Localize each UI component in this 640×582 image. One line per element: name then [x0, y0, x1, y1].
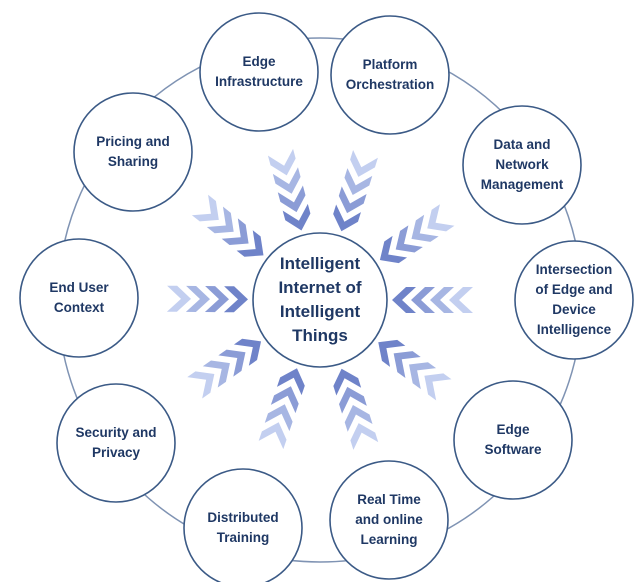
chevron-arrow-icon: [187, 371, 215, 399]
chevron-arrow-icon: [424, 373, 452, 401]
chevron-arrow-icon: [206, 206, 234, 234]
chevron-arrow-icon: [393, 351, 421, 378]
chevron-arrow-icon: [411, 214, 439, 242]
node-circle-end-user-context: [19, 238, 139, 358]
chevron-arrow-icon: [344, 168, 373, 195]
chevron-arrow-icon: [411, 287, 435, 313]
node-circle-edge-infrastructure: [199, 12, 319, 132]
chevron-arrow-icon: [282, 203, 311, 231]
center-label: Intelligent Internet of Intelligent Thin…: [278, 254, 362, 345]
chevron-arrow-icon: [379, 235, 408, 264]
chevron-arrow-icon: [236, 230, 264, 257]
chevron-arrow-icon: [395, 225, 423, 253]
node-circle-distributed-training: [183, 468, 303, 582]
chevron-arrow-icon: [427, 204, 455, 232]
chevron-arrow-group-platform-orchestration: [333, 150, 378, 232]
chevron-arrow-icon: [185, 285, 210, 312]
node-circle-pricing-and-sharing: [73, 92, 193, 212]
chevron-arrow-icon: [350, 423, 379, 450]
chevron-arrow-group-pricing-and-sharing: [191, 194, 264, 257]
chevron-arrow-group-data-and-network-management: [379, 204, 455, 264]
chevron-arrow-icon: [277, 185, 306, 213]
chevron-arrow-group-distributed-training: [258, 368, 305, 450]
center-circle: [252, 232, 388, 368]
chevron-arrow-icon: [378, 339, 406, 367]
node-circle-platform-orchestration: [330, 15, 450, 135]
chevron-arrow-icon: [272, 167, 301, 194]
chevron-arrow-icon: [409, 362, 437, 390]
chevron-arrow-icon: [333, 368, 362, 396]
chevron-arrow-icon: [218, 349, 246, 377]
chevron-arrow-group-end-user-context: [166, 285, 248, 313]
chevron-arrow-group-edge-software: [378, 339, 452, 401]
chevron-arrow-icon: [202, 360, 230, 388]
chevron-arrow-icon: [392, 287, 416, 313]
chevron-arrow-icon: [449, 287, 473, 313]
chevron-arrow-icon: [166, 285, 191, 312]
chevron-arrow-group-real-time-and-online-learning: [333, 368, 379, 450]
chevron-arrow-icon: [339, 386, 367, 414]
chevron-arrow-icon: [223, 286, 248, 313]
chevron-arrow-icon: [344, 404, 373, 432]
node-circle-security-and-privacy: [56, 383, 176, 503]
chevron-arrow-icon: [267, 148, 296, 176]
chevron-arrow-group-edge-infrastructure: [267, 148, 311, 231]
chevron-arrow-group-intersection-of-edge-and-device-intelligence: [392, 287, 473, 313]
chevron-arrow-icon: [430, 287, 454, 313]
node-circle-data-and-network-management: [462, 105, 582, 225]
chevron-arrow-icon: [204, 286, 229, 313]
chevron-arrow-icon: [221, 218, 249, 246]
chevron-arrow-icon: [270, 386, 299, 414]
chevron-arrow-icon: [276, 368, 305, 396]
node-circle-intersection-of-edge-and-device-intelligence: [514, 240, 634, 360]
node-circle-edge-software: [453, 380, 573, 500]
chevron-arrow-icon: [191, 194, 219, 222]
node-circle-real-time-and-online-learning: [329, 460, 449, 580]
chevron-arrow-icon: [264, 404, 293, 432]
chevron-arrow-icon: [258, 422, 287, 450]
chevron-arrow-icon: [233, 338, 262, 366]
chevron-arrow-icon: [333, 204, 361, 232]
chevron-arrow-icon: [350, 150, 378, 177]
chevron-arrow-icon: [338, 186, 367, 214]
chevron-arrow-group-security-and-privacy: [187, 338, 262, 399]
